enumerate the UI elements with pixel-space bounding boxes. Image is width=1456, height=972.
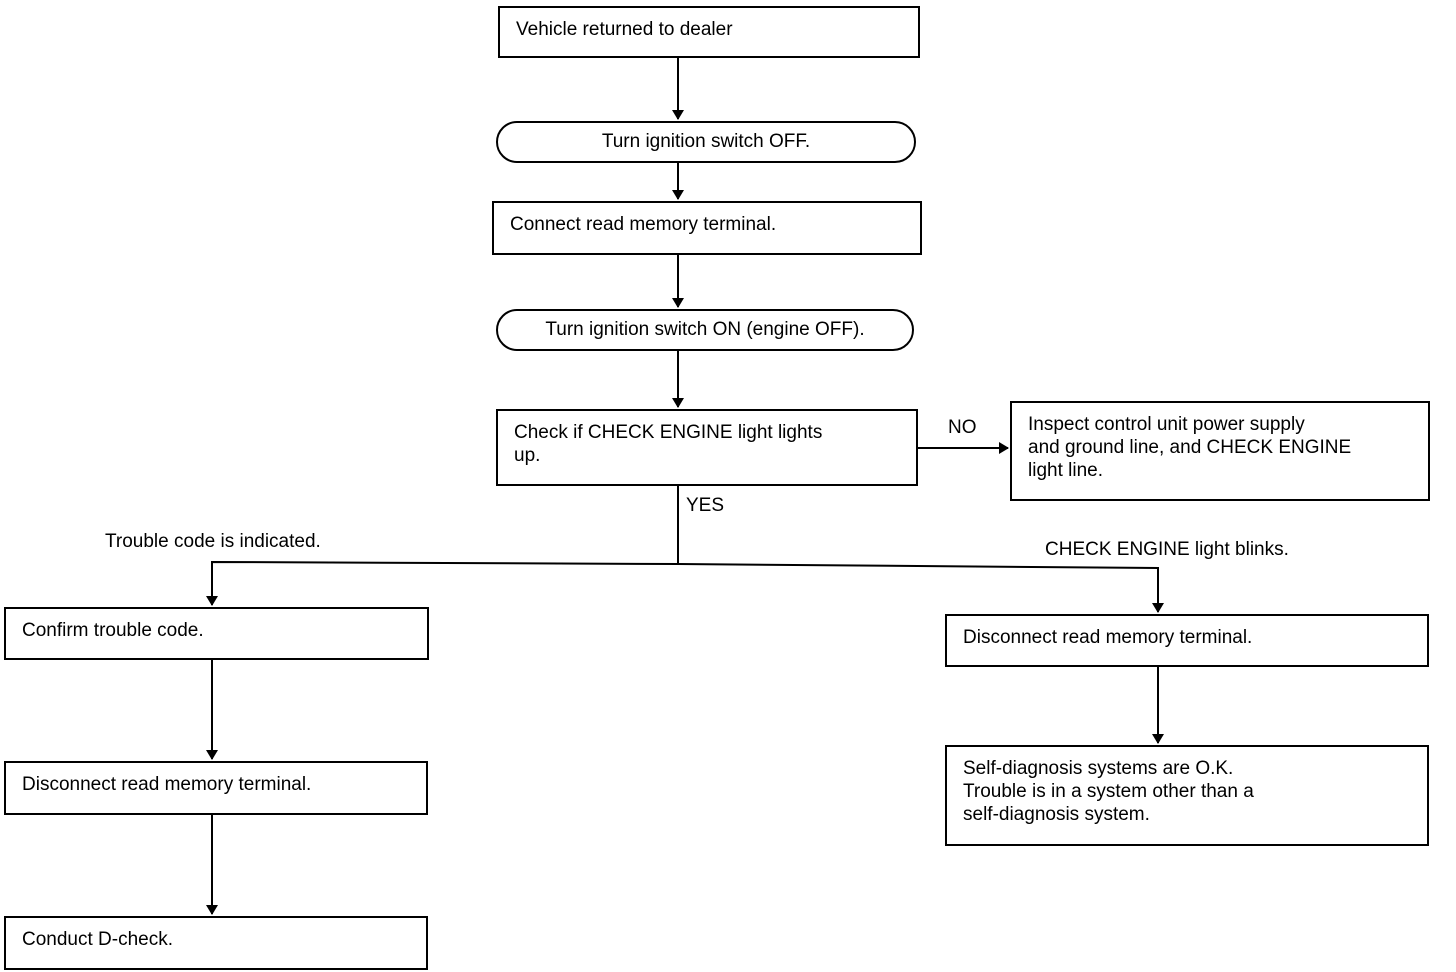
node-ignition-on: Turn ignition switch ON (engine OFF). <box>496 309 914 351</box>
node-self-diag-ok: Self-diagnosis systems are O.K. Trouble … <box>945 745 1429 846</box>
node-check-light: Check if CHECK ENGINE light lights up. <box>496 409 918 486</box>
node-ignition-off: Turn ignition switch OFF. <box>496 121 916 163</box>
line-branch-left <box>206 560 679 606</box>
edge-label-no: NO <box>948 417 977 438</box>
node-connect-terminal: Connect read memory terminal. <box>492 201 922 255</box>
node-inspect-power: Inspect control unit power supply and gr… <box>1010 401 1430 501</box>
node-disconnect-right: Disconnect read memory terminal. <box>945 614 1429 667</box>
node-conduct-dcheck: Conduct D-check. <box>4 916 428 970</box>
node-disconnect-left: Disconnect read memory terminal. <box>4 761 428 815</box>
node-confirm-code: Confirm trouble code. <box>4 607 429 660</box>
line-branch-right <box>677 563 1164 613</box>
edge-label-trouble-indicated: Trouble code is indicated. <box>105 531 321 552</box>
edge-label-light-blinks: CHECK ENGINE light blinks. <box>1045 539 1289 560</box>
edge-label-yes: YES <box>686 495 725 516</box>
node-vehicle-returned: Vehicle returned to dealer <box>498 6 920 58</box>
